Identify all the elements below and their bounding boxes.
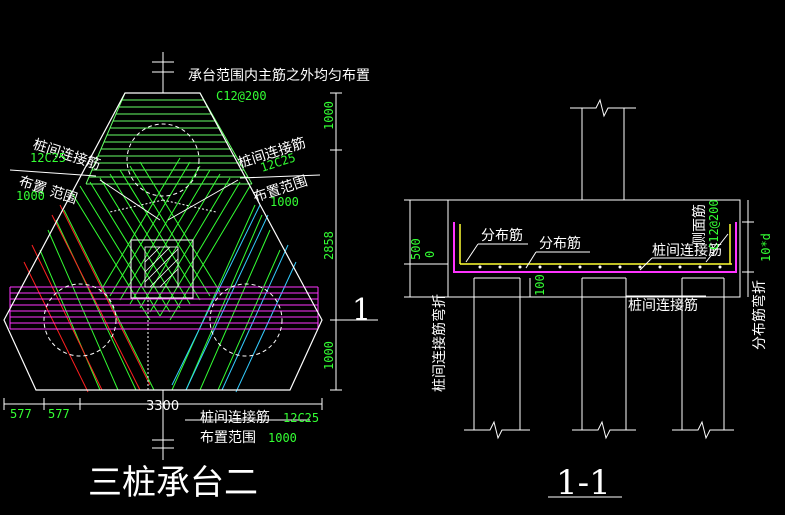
note-top: 承台范围内主筋之外均匀布置: [188, 67, 370, 84]
section-leaders: [465, 233, 729, 297]
leader-lines: [9, 169, 321, 421]
red-rebar: [23, 204, 151, 393]
conn-bar-bottom: 桩间连接筋: [628, 297, 698, 314]
top-rebar-hatch: [85, 92, 253, 185]
section-cap: [447, 199, 741, 298]
dist-bar-2: 分布筋: [539, 235, 581, 252]
dist-bar-1: 分布筋: [481, 227, 523, 244]
pile-right: [209, 283, 283, 357]
right-vertical-note: 分布筋弯折: [751, 280, 768, 350]
conn-bar: 桩间连接筋: [652, 242, 722, 259]
dim-bottom: [3, 398, 323, 410]
spacing-top: C12@200: [216, 89, 267, 103]
bottom-conn-spec: 12C25: [283, 411, 319, 425]
section-title: 1-1: [556, 463, 611, 503]
side-spec: C12@200: [707, 199, 721, 250]
column-hatch: [144, 246, 179, 288]
bottom-range-label: 布置范围: [200, 429, 256, 446]
dim-mid-value: 2858: [322, 231, 336, 260]
section-column: [570, 98, 636, 200]
axis-marks: [152, 52, 174, 460]
dim-bot-value: 1000: [322, 341, 336, 370]
section-dim-left: [404, 199, 531, 298]
left-vertical-note: 桩间连接筋弯折: [431, 294, 448, 392]
section-view: 分布筋 分布筋 桩间连接筋 桩间连接筋 侧面筋 C12@200 500 0 10…: [404, 98, 773, 503]
side-bar: 侧面筋: [691, 204, 708, 246]
section-piles: [464, 277, 734, 440]
section-mark: 1: [352, 293, 371, 328]
section-rebar: [453, 222, 737, 273]
dim-top-value: 1000: [322, 101, 336, 130]
dim-0: 0: [423, 251, 437, 258]
section-dim-right: [742, 200, 754, 297]
left-conn-spec: 12C25: [30, 151, 66, 165]
dim-right: [330, 92, 378, 391]
dim-3300: 3300: [146, 399, 179, 414]
dim-577-b: 577: [48, 407, 70, 421]
bottom-range-val: 1000: [268, 431, 297, 445]
plan-title: 三桩承台二: [88, 463, 258, 503]
bottom-conn-label: 桩间连接筋: [200, 409, 270, 426]
dim-500: 500: [409, 238, 423, 260]
pile-top: [126, 123, 200, 197]
dim-10d: 10*d: [759, 233, 773, 262]
pile-centre-links: [109, 199, 217, 390]
pile-cap-outline: [3, 92, 323, 391]
dim-100: 100: [533, 274, 547, 296]
right-range-val: 1000: [270, 195, 299, 209]
pile-left: [43, 283, 117, 357]
plan-view: 承台范围内主筋之外均匀布置 C12@200 桩间连接筋 12C25 布置 范围 …: [3, 52, 378, 503]
magenta-rebar: [9, 286, 319, 330]
column: [130, 239, 194, 299]
dim-577-a: 577: [10, 407, 32, 421]
left-range-val: 1000: [16, 189, 45, 203]
